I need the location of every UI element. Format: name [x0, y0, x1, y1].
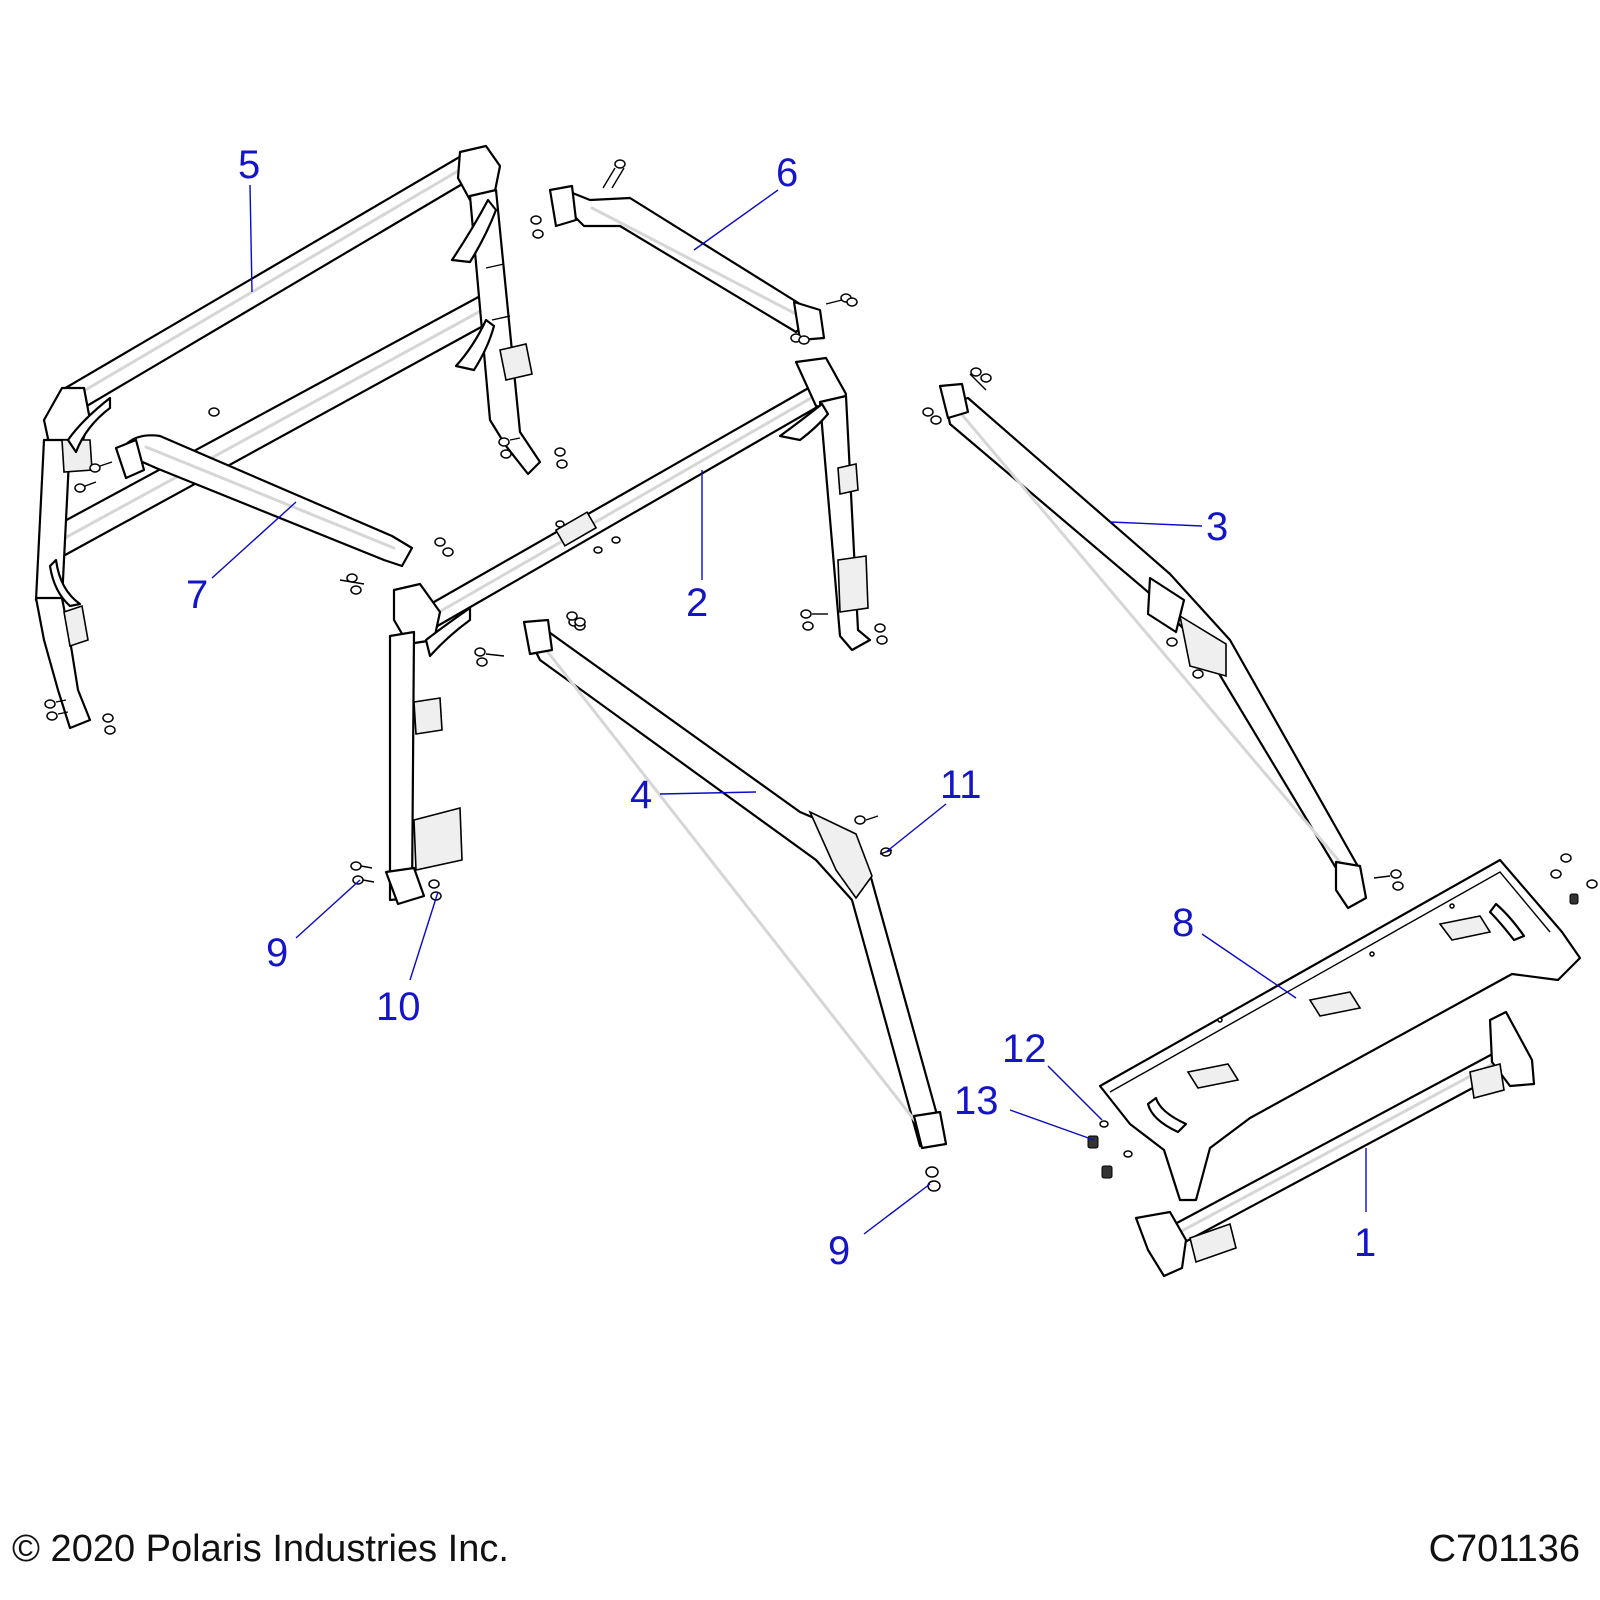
callout-6: 6 [776, 151, 798, 195]
callout-8: 8 [1172, 901, 1194, 945]
callout-13: 13 [954, 1079, 999, 1123]
part-7-cross-tube [114, 434, 454, 595]
callout-4: 4 [630, 773, 652, 817]
callout-leaders [211, 184, 1367, 1235]
leader-10 [409, 891, 439, 981]
part-3-side-tube [922, 367, 1404, 910]
callout-11: 11 [940, 763, 982, 807]
part-2-main-frame [384, 356, 888, 906]
leader-13 [1009, 1109, 1095, 1141]
copyright-text: © 2020 Polaris Industries Inc. [12, 1528, 509, 1570]
drawing-number: C701136 [1428, 1528, 1580, 1570]
callout-1: 1 [1354, 1221, 1376, 1265]
callout-9-lower: 9 [828, 1229, 850, 1273]
leader-7 [211, 501, 297, 579]
leader-12 [1047, 1065, 1103, 1121]
callout-12: 12 [1002, 1027, 1047, 1071]
leader-3 [1109, 521, 1203, 527]
leader-8 [1201, 933, 1297, 999]
callout-3: 3 [1206, 505, 1228, 549]
part-5-rear-frame [34, 144, 542, 730]
callout-5: 5 [238, 143, 260, 187]
callout-2: 2 [686, 581, 708, 625]
part-1-lower-tube [1134, 1010, 1536, 1278]
callout-labels: 5 6 7 2 3 4 11 9 10 9 8 12 13 1 [186, 143, 1376, 1273]
leader-6 [693, 189, 779, 251]
part-8-rear-panel [1087, 853, 1598, 1202]
callout-7: 7 [186, 573, 208, 617]
part-6-cross-tube [530, 159, 858, 345]
leader-9a [295, 879, 361, 939]
part-9-11-fasteners [879, 847, 941, 1192]
callout-9-left: 9 [266, 931, 288, 975]
leader-5 [249, 184, 253, 293]
callout-10: 10 [376, 985, 421, 1029]
part-5-fasteners [44, 407, 568, 735]
leader-11 [885, 803, 947, 853]
leader-9b [863, 1183, 931, 1235]
leader-4 [659, 791, 757, 795]
part-4-side-tube [522, 611, 948, 1150]
